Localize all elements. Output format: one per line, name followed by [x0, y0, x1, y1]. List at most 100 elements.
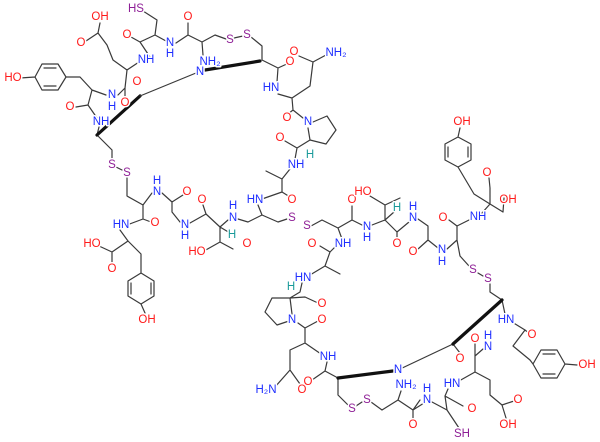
bond-skeleton: [19, 10, 578, 429]
amide-hydrogen-label: H: [108, 101, 116, 113]
oxygen-label: O: [298, 384, 307, 396]
amine-label: NH: [335, 238, 352, 250]
thiol-label: HS: [128, 3, 144, 15]
amide-hydrogen-label: H: [181, 230, 189, 242]
amide-hydrogen-label: H: [229, 200, 237, 212]
oxygen-label: O: [468, 403, 477, 415]
hydroxyl-label: HO: [4, 72, 21, 84]
hydroxyl-label: OH: [453, 116, 470, 128]
oxygen-label: O: [184, 11, 193, 23]
oxygen-label: O: [151, 217, 160, 229]
nitrogen-label: N: [438, 244, 446, 256]
oxygen-label: O: [348, 194, 357, 206]
stereo-hydrogen-label: H: [287, 281, 295, 293]
hydroxyl-label: HO: [354, 186, 371, 198]
hydroxyl-label: OH: [578, 359, 595, 371]
hydroxyl-label: OH: [91, 11, 108, 23]
nitrogen-label: N: [363, 221, 371, 233]
hydroxyl-label: OH: [499, 194, 516, 206]
nitrogen-label: N: [288, 314, 296, 326]
oxygen-label: O: [409, 246, 418, 258]
thiol-label: SH: [454, 428, 470, 440]
sulfur-label: S: [243, 29, 251, 41]
amide-hydrogen-label: H: [153, 175, 161, 187]
oxygen-label: O: [133, 76, 142, 88]
nitrogen-label: N: [108, 89, 116, 101]
wedge-bond: [336, 369, 395, 380]
amine-label: NH: [470, 211, 487, 223]
nitrogen-label: N: [153, 186, 161, 198]
oxygen-label: O: [183, 186, 192, 198]
sulfur-label: S: [363, 394, 371, 406]
nitrogen-label: N: [229, 212, 237, 224]
amine-label: HN: [263, 82, 280, 94]
oxygen-label: O: [77, 37, 86, 49]
oxygen-label: O: [243, 238, 252, 250]
oxygen-label: O: [439, 212, 448, 224]
amine-label: HN: [498, 314, 515, 326]
nitrogen-label: N: [166, 37, 174, 49]
primary-amine-label: NH₂: [395, 379, 416, 391]
nitrogen-label: N: [196, 66, 204, 78]
oxygen-label: O: [528, 329, 537, 341]
stereo-hydrogen-label: H: [228, 229, 236, 241]
hydroxyl-label: OH: [138, 314, 155, 326]
oxygen-label: O: [290, 46, 299, 58]
sulfur-label: S: [288, 212, 296, 224]
atom-labels: O O O O O O O O O O O O O O O O O O O O …: [3, 2, 597, 442]
nitrogen-label: N: [181, 219, 189, 231]
sulfur-label: S: [348, 403, 356, 415]
oxygen-label: O: [456, 353, 465, 365]
stereo-hydrogen-label: H: [393, 202, 401, 214]
amine-label: NH: [288, 159, 305, 171]
oxygen-label: O: [123, 29, 132, 41]
hydroxyl-label: OH: [499, 419, 516, 431]
oxygen-label: O: [283, 112, 292, 124]
amine-label: HN: [295, 272, 312, 284]
oxygen-label: O: [308, 238, 317, 250]
amide-hydrogen-label: H: [409, 201, 417, 213]
primary-amine-label: NH₂: [199, 56, 220, 68]
oxygen-label: O: [288, 194, 297, 206]
oxygen-label: O: [286, 56, 295, 68]
sulfur-label: S: [108, 159, 116, 171]
oxygen-label: O: [108, 263, 117, 275]
sulfur-label: S: [303, 220, 311, 232]
oxygen-label: O: [121, 97, 130, 109]
sulfur-label: S: [123, 167, 131, 179]
amine-label: NH: [138, 54, 155, 66]
amine-label: NH: [93, 116, 110, 128]
bond: [139, 72, 197, 97]
oxygen-label: O: [393, 238, 402, 250]
sulfur-label: S: [469, 264, 477, 276]
amide-hydrogen-label: H: [363, 232, 371, 244]
amide-hydrogen-label: H: [438, 256, 446, 268]
stereo-hydrogen-label: H: [306, 149, 314, 161]
amide-hydrogen-label: H: [484, 330, 492, 342]
sulfur-label: S: [226, 34, 234, 46]
oxygen-label: O: [318, 314, 327, 326]
nitrogen-label: N: [394, 364, 402, 376]
oxygen-label: O: [471, 333, 480, 345]
oxygen-label: O: [66, 101, 75, 113]
oxygen-label: O: [483, 167, 492, 179]
oxygen-label: O: [318, 298, 327, 310]
amide-hydrogen-label: H: [166, 48, 174, 60]
primary-amine-label: NH₂: [325, 47, 346, 59]
wedge-bond: [95, 94, 142, 137]
oxygen-label: O: [276, 132, 285, 144]
wedge-bond: [203, 59, 262, 72]
bonds: [19, 10, 578, 429]
nitrogen-label: N: [304, 116, 312, 128]
wedge-bond: [451, 298, 504, 346]
oxygen-label: O: [409, 419, 418, 431]
hydroxyl-label: HO: [83, 238, 100, 250]
hydroxyl-label: HO: [188, 246, 205, 258]
amine-label: HN: [444, 378, 461, 390]
oxygen-label: O: [304, 376, 313, 388]
sulfur-label: S: [484, 273, 492, 285]
amine-label: HN: [247, 194, 264, 206]
amide-hydrogen-label: H: [423, 383, 431, 395]
